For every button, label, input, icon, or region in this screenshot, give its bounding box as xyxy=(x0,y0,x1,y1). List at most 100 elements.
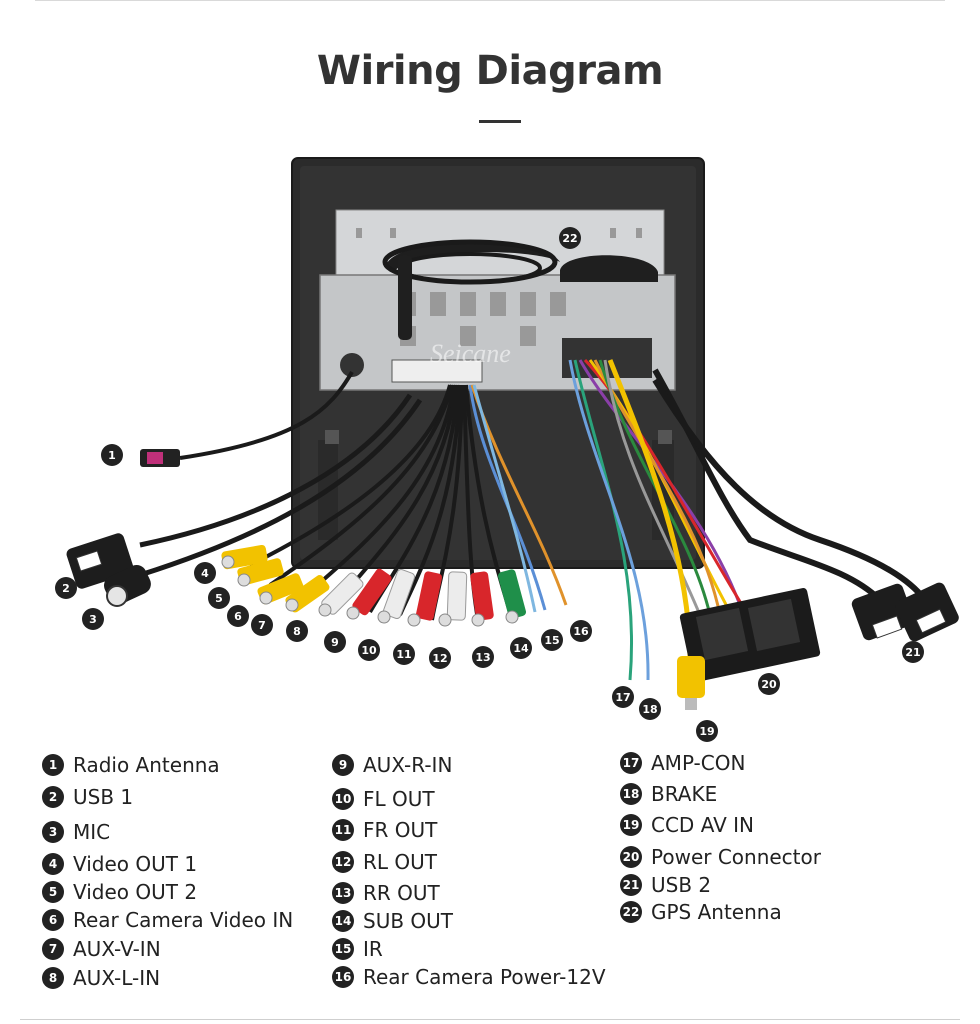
ccd-av-connector xyxy=(677,656,705,710)
rca-white-3 xyxy=(438,571,468,627)
callout-14: 14 xyxy=(510,637,532,659)
rca-red-3 xyxy=(470,571,494,627)
callout-4: 4 xyxy=(194,562,216,584)
rca-green xyxy=(497,569,527,624)
svg-text:6: 6 xyxy=(234,610,242,623)
legend-label: RL OUT xyxy=(363,850,437,874)
svg-text:17: 17 xyxy=(615,691,630,704)
callout-8: 8 xyxy=(286,620,308,642)
legend-item-video-out-2: 5 Video OUT 2 xyxy=(42,879,197,905)
legend-label: Radio Antenna xyxy=(73,753,220,777)
legend-number: 17 xyxy=(620,752,642,774)
page-title: Wiring Diagram xyxy=(316,48,664,94)
callout-2: 2 xyxy=(55,577,77,599)
legend-label: Rear Camera Power-12V xyxy=(363,965,606,989)
svg-text:11: 11 xyxy=(396,648,411,661)
callout-17: 17 xyxy=(612,686,634,708)
callout-21: 21 xyxy=(902,641,924,663)
legend-label: GPS Antenna xyxy=(651,900,782,924)
legend-item-radio-antenna: 1 Radio Antenna xyxy=(42,752,220,778)
thin-wires xyxy=(468,384,568,613)
svg-text:19: 19 xyxy=(699,725,714,738)
top-divider xyxy=(35,0,945,1)
legend-number: 4 xyxy=(42,853,64,875)
legend-number: 6 xyxy=(42,909,64,931)
svg-text:10: 10 xyxy=(361,644,377,657)
callout-22: 22 xyxy=(559,227,581,249)
legend-label: MIC xyxy=(73,820,111,844)
legend-label: Video OUT 2 xyxy=(73,880,198,904)
callout-10: 10 xyxy=(358,639,380,661)
legend-label: Video OUT 1 xyxy=(73,852,198,876)
legend-item-ccd-av-in: 19 CCD AV IN xyxy=(620,812,754,838)
legend-label: AMP-CON xyxy=(651,751,746,775)
svg-text:13: 13 xyxy=(475,651,490,664)
gps-antenna xyxy=(382,239,658,340)
legend-item-amp-con: 17 AMP-CON xyxy=(620,750,745,776)
callout-11: 11 xyxy=(393,643,415,665)
rca-yellow-1 xyxy=(221,544,268,570)
legend-number: 7 xyxy=(42,938,64,960)
svg-text:9: 9 xyxy=(331,636,339,649)
svg-text:15: 15 xyxy=(544,634,559,647)
callout-18: 18 xyxy=(639,698,661,720)
legend-number: 2 xyxy=(42,786,64,808)
radio-antenna-cable xyxy=(140,370,354,467)
legend-number: 9 xyxy=(332,754,354,776)
callout-16: 16 xyxy=(570,620,592,642)
legend-item-video-out-1: 4 Video OUT 1 xyxy=(42,851,197,877)
legend-label: SUB OUT xyxy=(363,909,454,933)
callout-7: 7 xyxy=(251,614,273,636)
legend-number: 22 xyxy=(620,901,642,923)
callout-12: 12 xyxy=(429,647,451,669)
svg-text:4: 4 xyxy=(201,567,209,580)
callout-19: 19 xyxy=(696,720,718,742)
legend-label: AUX-R-IN xyxy=(363,753,453,777)
svg-text:2: 2 xyxy=(62,582,70,595)
legend-label: IR xyxy=(363,937,383,961)
legend-label: CCD AV IN xyxy=(651,813,754,837)
legend-number: 11 xyxy=(332,819,354,841)
legend-number: 5 xyxy=(42,881,64,903)
callout-5: 5 xyxy=(208,587,230,609)
legend-label: FL OUT xyxy=(363,787,435,811)
callout-20: 20 xyxy=(758,673,780,695)
metal-chassis: Seicane xyxy=(319,209,676,391)
bottom-divider xyxy=(20,1019,960,1020)
power-connector xyxy=(679,587,821,683)
legend-number: 19 xyxy=(620,814,642,836)
legend-number: 18 xyxy=(620,783,642,805)
legend-item-rl-out: 12 RL OUT xyxy=(332,849,437,875)
legend-item-aux-r-in: 9 AUX-R-IN xyxy=(332,752,452,778)
legend-number: 1 xyxy=(42,754,64,776)
title-underline xyxy=(479,120,521,123)
legend-number: 12 xyxy=(332,851,354,873)
legend-number: 13 xyxy=(332,882,354,904)
legend-item-gps-antenna: 22 GPS Antenna xyxy=(620,899,782,925)
watermark-text: Seicane xyxy=(430,339,511,368)
rca-yellow-2 xyxy=(237,558,284,587)
svg-text:7: 7 xyxy=(258,619,266,632)
svg-text:18: 18 xyxy=(642,703,657,716)
svg-text:20: 20 xyxy=(761,678,777,691)
svg-text:5: 5 xyxy=(215,592,223,605)
power-harness xyxy=(568,358,928,681)
rca-white-1 xyxy=(318,572,364,617)
wiring-diagram-illustration: Seicane xyxy=(55,157,959,742)
rca-yellow-4 xyxy=(285,575,330,613)
legend-label: USB 2 xyxy=(651,873,712,897)
legend-label: USB 1 xyxy=(73,785,134,809)
svg-text:21: 21 xyxy=(905,646,920,659)
callout-markers: 1 2 3 4 5 6 7 8 9 10 11 12 13 14 15 16 1… xyxy=(55,227,924,742)
callout-15: 15 xyxy=(541,629,563,651)
svg-text:8: 8 xyxy=(293,625,301,638)
legend-number: 15 xyxy=(332,938,354,960)
